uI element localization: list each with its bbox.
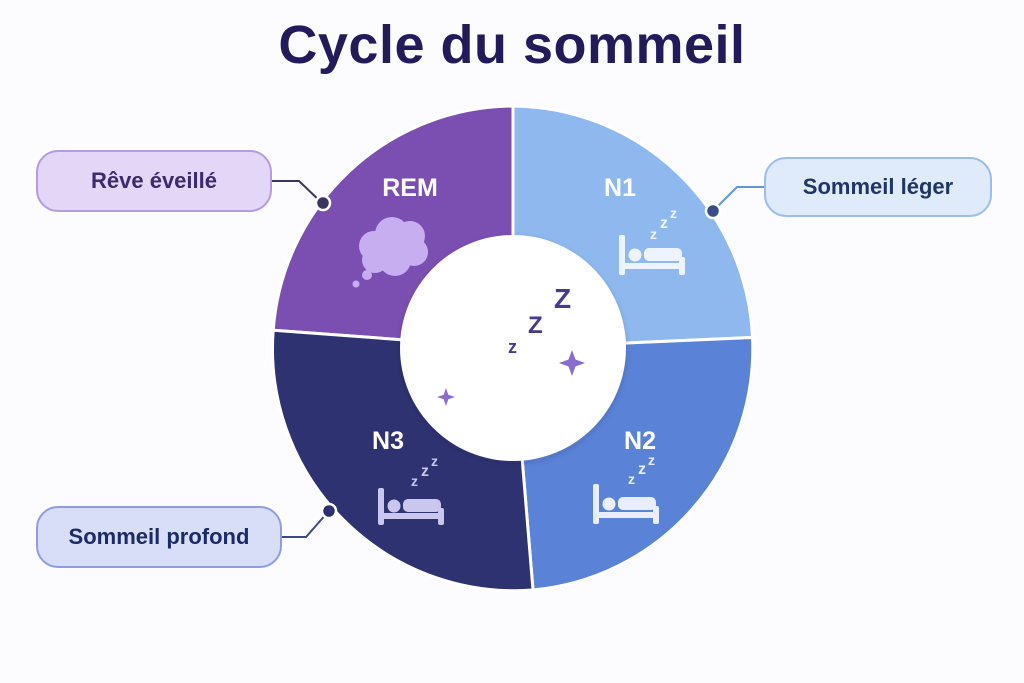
svg-text:z: z: [648, 452, 655, 468]
svg-text:z: z: [421, 463, 429, 480]
sleeping-bed-icon-n3: [378, 488, 444, 525]
connector-rem: [272, 180, 332, 212]
svg-text:z: z: [638, 461, 646, 478]
svg-text:Z: Z: [554, 283, 571, 314]
zzz-icon-n2: z z z: [628, 452, 655, 487]
zzz-icon-n3: z z z: [411, 453, 438, 489]
callout-sommeil-leger: Sommeil léger: [764, 157, 992, 217]
svg-text:z: z: [411, 473, 418, 489]
zzz-icon-n1: z z z: [650, 205, 677, 242]
svg-text:z: z: [628, 471, 635, 487]
svg-text:Z: Z: [528, 312, 543, 339]
sparkle-icon: [437, 350, 585, 406]
sleeping-bed-icon-n2: [593, 484, 659, 524]
segment-label-n3: N3: [372, 427, 404, 455]
page-title: Cycle du sommeil: [278, 15, 746, 75]
svg-text:z: z: [650, 226, 657, 242]
connector-deep: [282, 502, 338, 538]
center-zzz-icon: z Z Z: [508, 283, 571, 357]
sleeping-bed-icon-n1: [619, 235, 685, 275]
center-disc: [400, 235, 626, 461]
segment-label-rem: REM: [382, 174, 438, 202]
segment-label-n2: N2: [624, 427, 656, 455]
callout-reve-eveille: Rêve éveillé: [36, 150, 272, 212]
segment-label-n1: N1: [604, 174, 636, 202]
thought-cloud-icon: [352, 217, 428, 288]
svg-text:z: z: [508, 337, 517, 357]
svg-text:z: z: [431, 453, 438, 469]
connector-light: [704, 186, 764, 220]
svg-text:z: z: [670, 205, 677, 221]
callout-sommeil-profond: Sommeil profond: [36, 506, 282, 568]
svg-text:z: z: [660, 215, 668, 232]
